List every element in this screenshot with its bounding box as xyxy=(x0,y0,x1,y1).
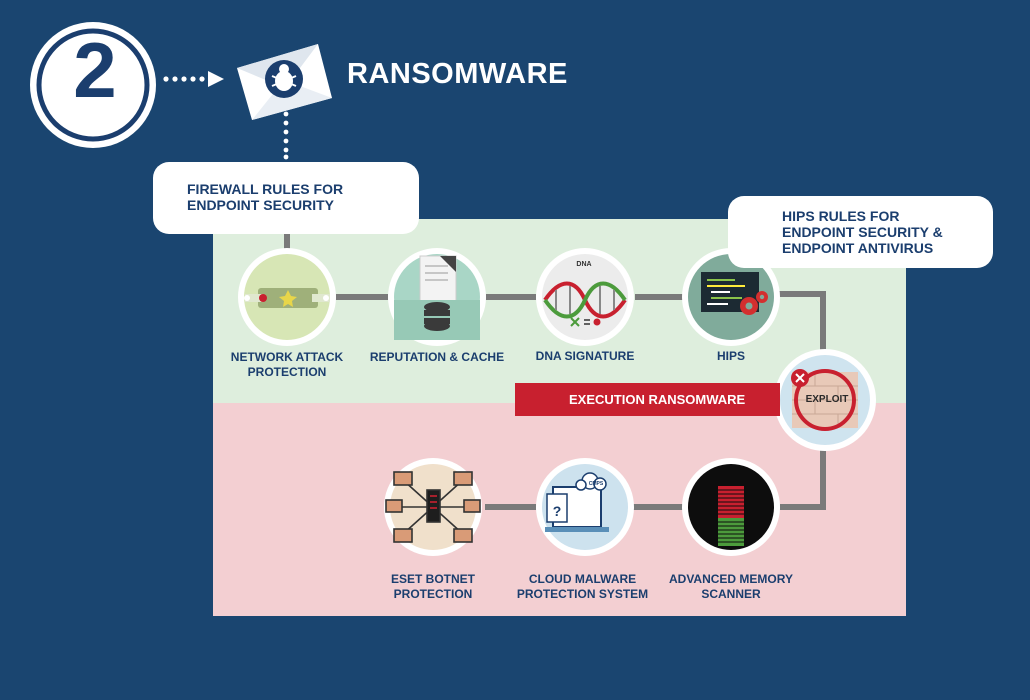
code-gear-icon xyxy=(701,272,768,315)
label-line: ESET BOTNET xyxy=(390,572,475,586)
callout-line: FIREWALL RULES FOR xyxy=(187,181,344,197)
memory-scanner-label: ADVANCED MEMORY SCANNER xyxy=(656,572,806,602)
document-database-icon xyxy=(394,255,480,340)
eset-botnet-label: ESET BOTNET PROTECTION xyxy=(358,572,508,602)
dotted-arrow xyxy=(163,71,224,87)
callout-line: ENDPOINT ANTIVIRUS xyxy=(782,240,934,256)
network-attack-label: NETWORK ATTACK PROTECTION xyxy=(212,350,362,380)
label-line: ADVANCED MEMORY xyxy=(668,572,793,586)
cmps-icon-text: CMPS xyxy=(588,481,604,487)
page-title: RANSOMWARE xyxy=(347,58,568,90)
firewall-rules-callout: FIREWALL RULES FOR ENDPOINT SECURITY xyxy=(153,162,419,234)
label-line: DNA SIGNATURE xyxy=(535,349,635,363)
label-line: NETWORK ATTACK xyxy=(230,350,344,364)
dna-icon-text: DNA xyxy=(576,261,592,268)
callout-line: ENDPOINT SECURITY xyxy=(187,197,335,213)
step-badge xyxy=(30,22,156,148)
label-line: CLOUD MALWARE xyxy=(528,572,637,586)
dna-icon xyxy=(543,281,627,327)
execution-ransomware-banner: EXECUTION RANSOMWARE xyxy=(515,383,780,416)
label-line: SCANNER xyxy=(701,587,761,601)
firewall-icon xyxy=(244,288,330,308)
callout-line: HIPS RULES FOR xyxy=(782,208,900,224)
callout-line: ENDPOINT SECURITY & xyxy=(782,224,943,240)
dna-signature-label: DNA SIGNATURE xyxy=(515,349,655,364)
email-bug-icon xyxy=(237,44,332,120)
cloud-question-icon: ? xyxy=(545,472,609,532)
execution-banner-label: EXECUTION RANSOMWARE xyxy=(569,392,746,407)
memory-bars-icon xyxy=(718,486,744,546)
step-number: 2 xyxy=(73,26,117,114)
label-line: REPUTATION & CACHE xyxy=(369,350,505,364)
label-line: PROTECTION SYSTEM xyxy=(516,587,649,601)
cloud-malware-label: CLOUD MALWARE PROTECTION SYSTEM xyxy=(505,572,660,602)
botnet-icon xyxy=(385,471,481,543)
hips-label: HIPS xyxy=(681,349,781,364)
exploit-label: EXPLOIT xyxy=(805,394,849,405)
label-line: HIPS xyxy=(716,349,745,363)
hips-rules-callout: HIPS RULES FOR ENDPOINT SECURITY & ENDPO… xyxy=(728,196,993,268)
label-line: PROTECTION xyxy=(393,587,473,601)
svg-text:?: ? xyxy=(553,503,562,519)
dotted-connector xyxy=(283,111,289,160)
reputation-label: REPUTATION & CACHE xyxy=(357,350,517,365)
flow-connectors xyxy=(284,234,826,510)
exploit-icon xyxy=(774,349,876,451)
label-line: PROTECTION xyxy=(247,365,327,379)
